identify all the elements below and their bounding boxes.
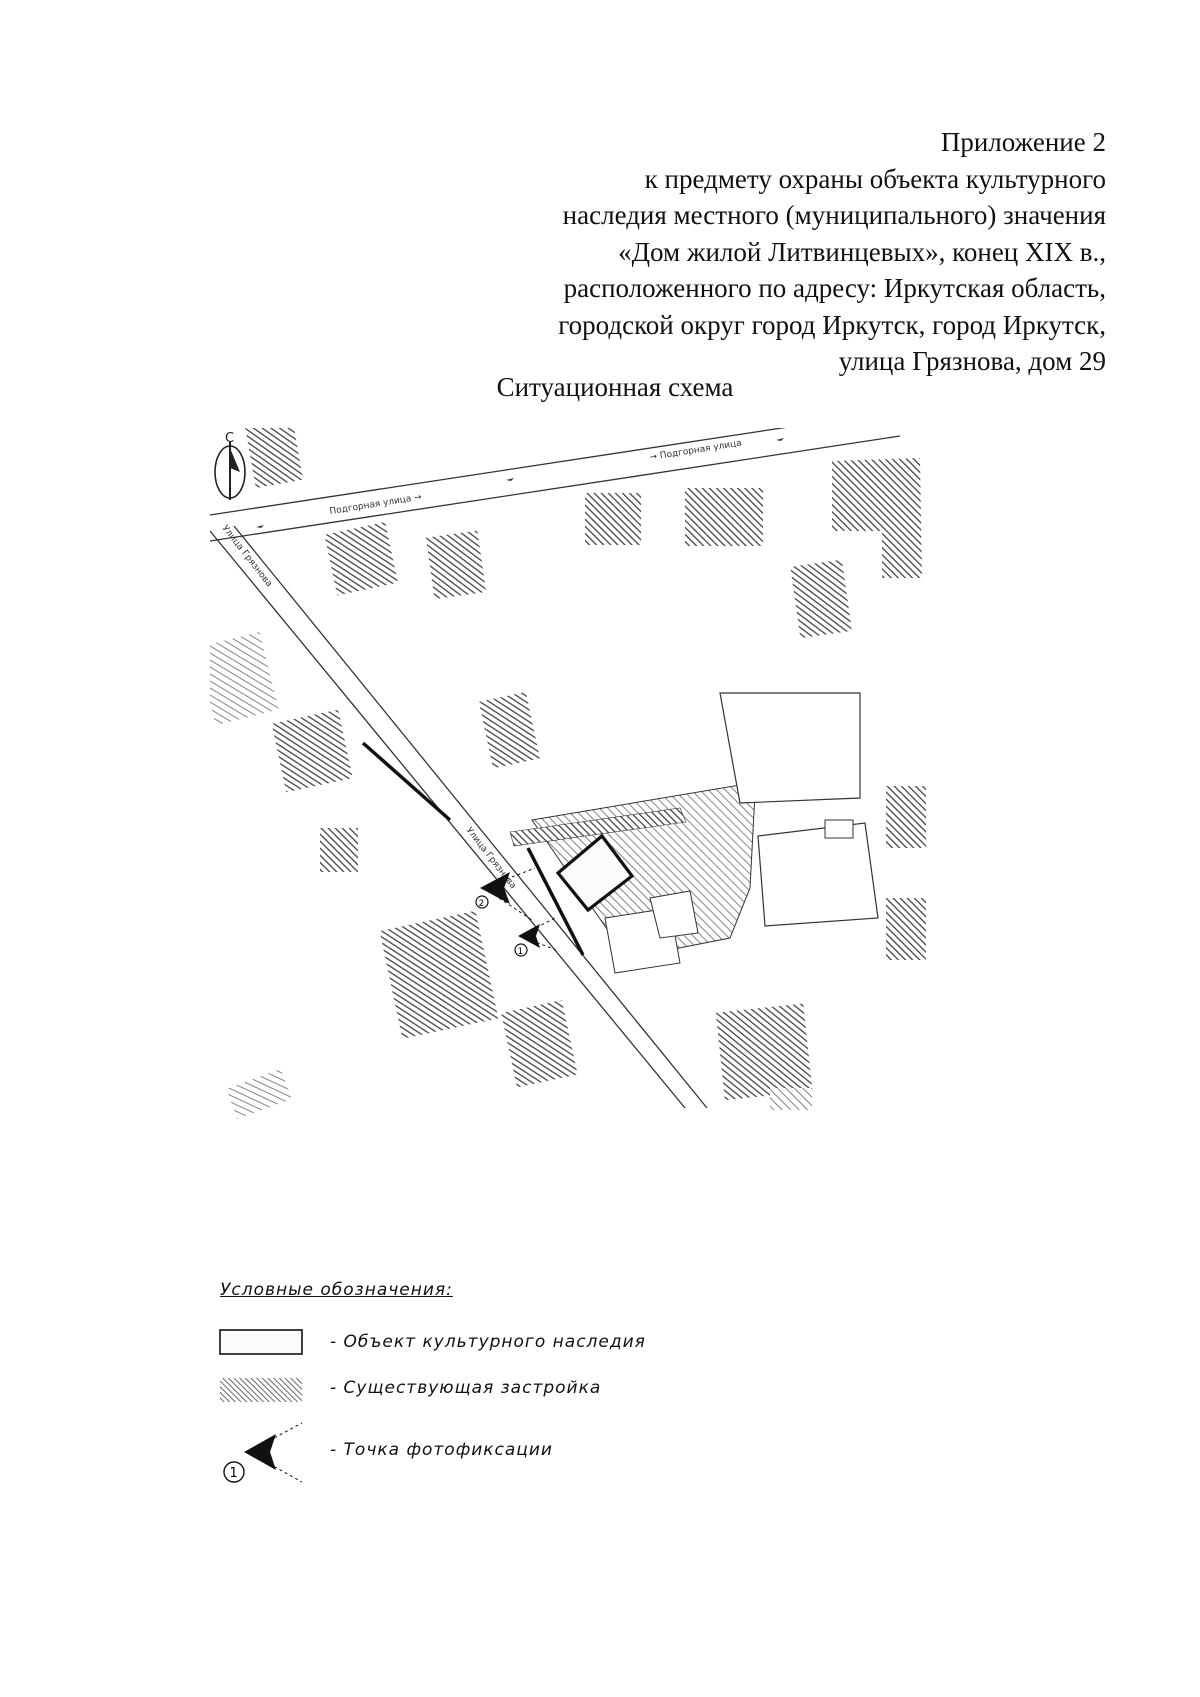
building xyxy=(770,1088,812,1110)
legend-title: Условные обозначения: xyxy=(220,1280,453,1300)
street-front-line xyxy=(361,741,452,822)
street-label: Подгорная улица → xyxy=(329,492,423,517)
building xyxy=(226,1069,292,1119)
legend-label: - Существующая застройка xyxy=(330,1378,602,1398)
street-label: → Подгорная улица xyxy=(649,439,743,463)
header-line: к предмету охраны объекта культурного xyxy=(644,163,1106,194)
document-header: Приложение 2 к предмету охраны объекта к… xyxy=(406,124,1106,380)
building xyxy=(245,428,304,488)
building xyxy=(886,786,926,848)
photo-point-number: 1 xyxy=(518,947,524,957)
legend-item-buildings: - Существующая застройка xyxy=(218,1374,918,1434)
building xyxy=(324,522,398,596)
traffic-arrows xyxy=(256,438,784,528)
legend-item-heritage: - Объект культурного наследия xyxy=(218,1326,918,1386)
building xyxy=(210,631,279,726)
street-label: Улица Грязнова xyxy=(220,524,274,589)
heritage-block xyxy=(509,692,879,974)
building xyxy=(585,493,641,545)
north-arrow-icon: С xyxy=(214,431,246,500)
photo-point-number: 2 xyxy=(479,899,485,909)
hatched-building-icon xyxy=(220,1378,302,1402)
legend-label: - Точка фотофиксации xyxy=(330,1440,553,1460)
header-line: улица Грязнова, дом 29 xyxy=(838,346,1106,376)
building xyxy=(320,828,358,872)
street-label: Улица Грязнова xyxy=(464,826,518,891)
building xyxy=(886,898,926,960)
header-line: расположенного по адресу: Иркутская обла… xyxy=(563,273,1106,303)
building xyxy=(271,709,353,793)
photo-point-number: 1 xyxy=(230,1466,238,1481)
north-label: С xyxy=(225,431,234,446)
building xyxy=(685,488,763,546)
street-front-line xyxy=(526,847,585,956)
scheme-title: Ситуационная схема xyxy=(496,372,734,402)
legend-label: - Объект культурного наследия xyxy=(330,1332,646,1352)
building xyxy=(425,530,487,600)
header-line: «Дом жилой Литвинцевых», конец XIX в., xyxy=(618,236,1106,267)
situation-map: С → Подгорная улица Подгорная улица → Ул… xyxy=(210,428,926,1119)
heritage-outline-icon xyxy=(219,1329,303,1355)
heritage-object xyxy=(555,833,635,913)
building xyxy=(501,1000,578,1088)
building xyxy=(379,910,499,1039)
building xyxy=(715,1003,813,1101)
photo-point-icon: 1 xyxy=(514,917,557,957)
building xyxy=(478,691,540,769)
header-line: городской округ город Иркутск, город Ирк… xyxy=(558,309,1106,340)
photo-point-icon: 2 xyxy=(475,867,536,921)
existing-buildings xyxy=(210,428,926,1119)
legend-item-photo-point: 1 - Точка фотофиксации xyxy=(218,1418,918,1483)
podgornaya-street: → Подгорная улица Подгорная улица → xyxy=(210,428,901,542)
building xyxy=(832,458,922,578)
header-line: наследия местного (муниципального) значе… xyxy=(562,200,1106,230)
building xyxy=(790,559,852,639)
header-line: Приложение 2 xyxy=(940,127,1106,157)
photo-point-icon: 1 xyxy=(223,1422,303,1483)
